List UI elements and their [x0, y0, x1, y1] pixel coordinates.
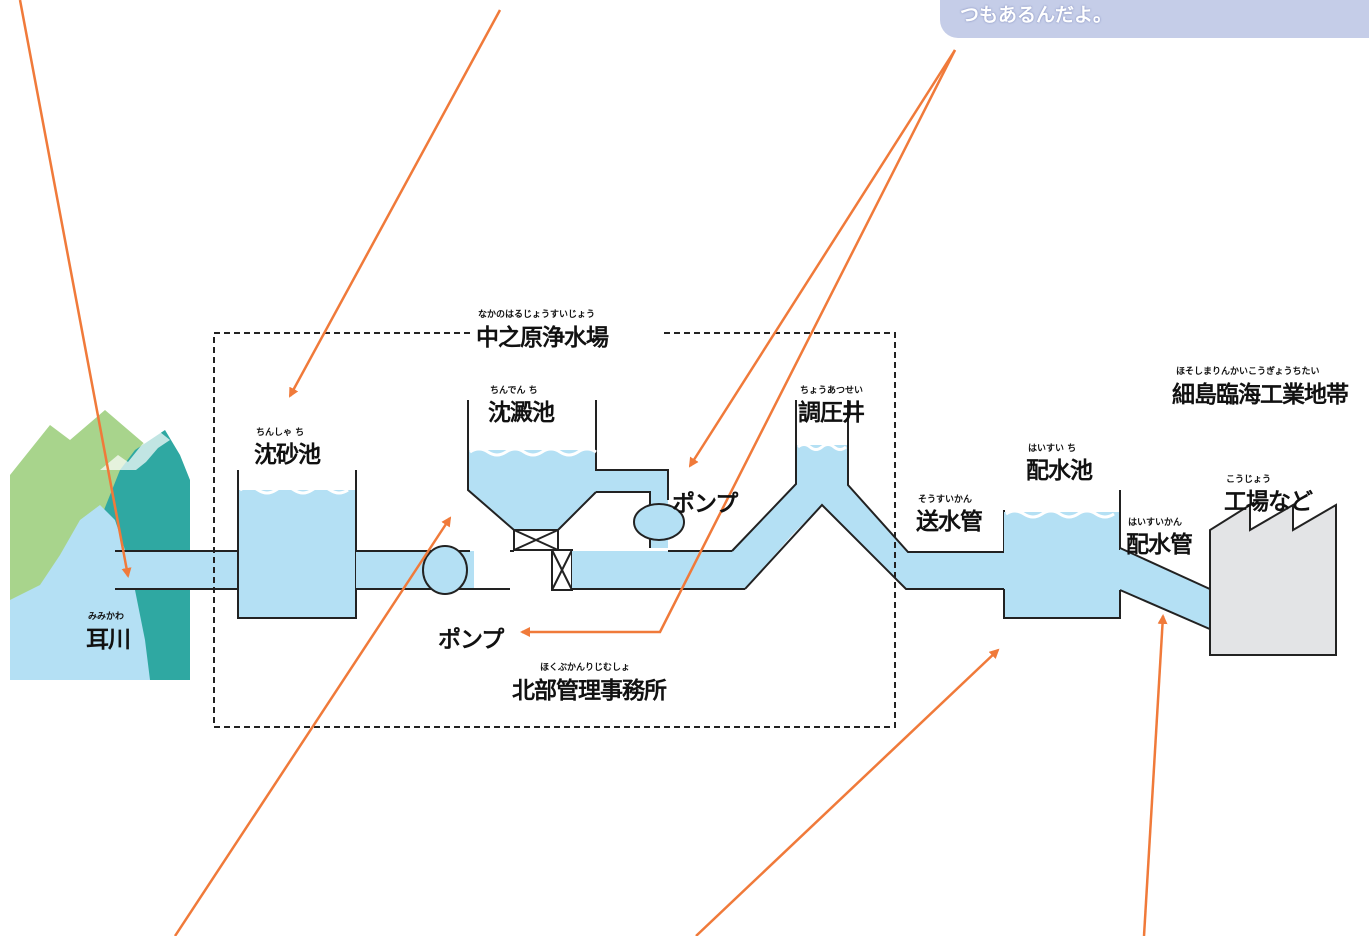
office-label: 北部管理事務所 [512, 678, 667, 704]
office-furigana: ほくぶかんりじむしょ [540, 663, 631, 673]
grit-chamber-label: 沈砂池 [254, 442, 321, 468]
distribution-reservoir-label: 配水池 [1026, 458, 1093, 484]
factory-label: 工場など [1224, 489, 1313, 515]
factory-building [1209, 503, 1337, 656]
grit-chamber-furigana: ちんしゃ ち [256, 428, 305, 438]
plant-label: 中之原浄水場 [476, 325, 609, 351]
speech-bubble-text: つもあるんだよ。 [960, 4, 1113, 26]
industrial-zone-label: 細島臨海工業地帯 [1172, 382, 1349, 408]
speech-bubble: つもあるんだよ。 [940, 0, 1369, 38]
pointer-arrows [18, 0, 1168, 936]
pump-lower-label: ポンプ [438, 627, 504, 653]
factory-furigana: こうじょう [1226, 475, 1272, 485]
river-furigana: みみかわ [88, 612, 125, 622]
water-waves [239, 443, 1115, 519]
distribution-pipe-furigana: はいすいかん [1128, 518, 1183, 528]
distribution-pipe-label: 配水管 [1126, 532, 1193, 558]
river-mimikawa [10, 505, 150, 680]
settling-basin-label: 沈澱池 [488, 400, 555, 426]
transmission-pipe-label: 送水管 [916, 509, 983, 535]
settling-basin-furigana: ちんでん ち [490, 386, 538, 396]
transmission-pipe-furigana: そうすいかん [918, 495, 973, 505]
surge-tank-furigana: ちょうあつせい [800, 386, 864, 396]
river-label: 耳川 [86, 627, 131, 653]
distribution-reservoir-furigana: はいすい ち [1028, 444, 1077, 454]
plant-boundary [213, 332, 896, 728]
surge-tank-label: 調圧井 [798, 400, 865, 426]
plant-furigana: なかのはるじょうすいじょう [478, 310, 596, 320]
pump-upper-label: ポンプ [672, 491, 738, 517]
industrial-zone-furigana: ほそしまりんかいこうぎょうちたい [1176, 367, 1320, 377]
